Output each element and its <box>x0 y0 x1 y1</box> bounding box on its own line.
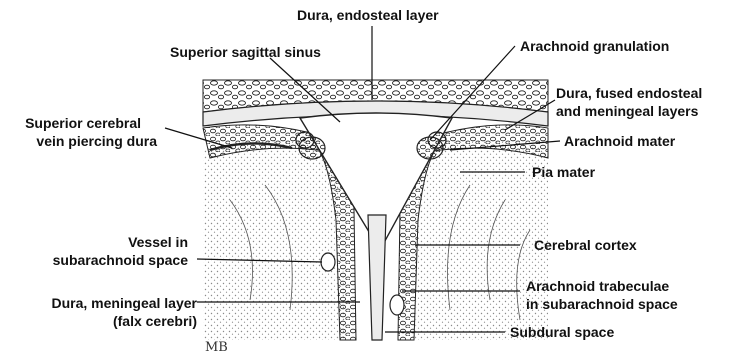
label-subdural-space: Subdural space <box>510 323 614 341</box>
label-superior-cerebral-vein-1: Superior cerebral <box>25 114 141 132</box>
label-dura-fused-1: Dura, fused endosteal <box>556 84 702 102</box>
label-arachnoid-trabeculae-1: Arachnoid trabeculae <box>526 277 669 295</box>
label-vessel-1: Vessel in <box>128 233 188 251</box>
label-cerebral-cortex: Cerebral cortex <box>534 236 637 254</box>
label-dura-endosteal: Dura, endosteal layer <box>297 6 439 24</box>
label-arachnoid-granulation: Arachnoid granulation <box>520 37 669 55</box>
label-pia-mater: Pia mater <box>532 163 595 181</box>
label-arachnoid-trabeculae-2: in subarachnoid space <box>526 295 678 313</box>
label-dura-meningeal-1: Dura, meningeal layer <box>51 294 197 312</box>
label-dura-meningeal-2: (falx cerebri) <box>113 312 197 330</box>
label-arachnoid-mater: Arachnoid mater <box>564 132 675 150</box>
label-superior-cerebral-vein-2: vein piercing dura <box>36 132 157 150</box>
label-dura-fused-2: and meningeal layers <box>556 102 698 120</box>
label-superior-sagittal-sinus: Superior sagittal sinus <box>170 43 321 61</box>
label-vessel-2: subarachnoid space <box>53 251 188 269</box>
artist-signature: MB <box>205 340 228 355</box>
